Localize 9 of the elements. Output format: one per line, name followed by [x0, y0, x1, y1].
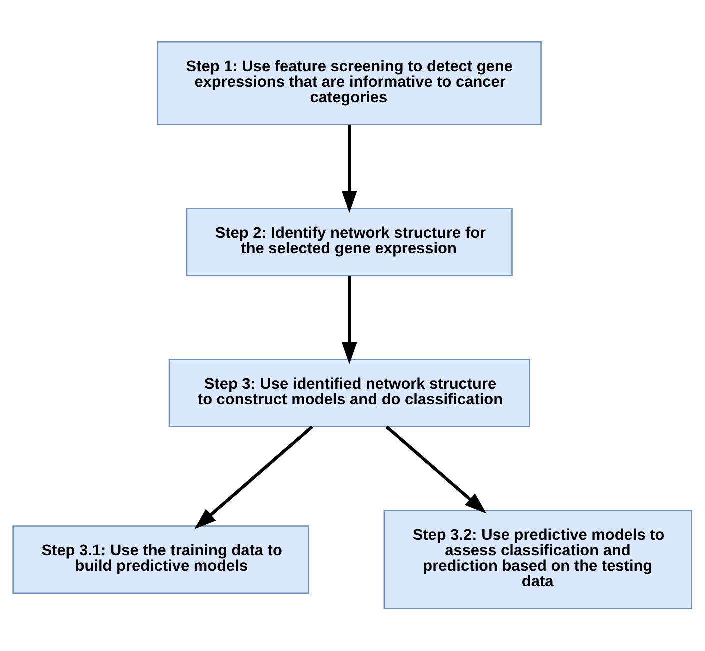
node-box: Step 3.2: Use predictive models to assess classification and prediction based on the testing data — [384, 510, 692, 610]
node-box: Step 2: Identify network structure for the selected gene expression — [186, 208, 513, 276]
arrow — [342, 276, 358, 364]
node-box: Step 1: Use feature screening to detect gene expressions that are informative to cancer categories — [157, 42, 542, 126]
arrow — [386, 426, 487, 514]
node-box: Step 3.1: Use the training data to build predictive models — [12, 526, 310, 594]
arrow — [342, 124, 358, 214]
arrow — [194, 426, 314, 530]
node-box: Step 3: Use identified network structure to construct models and do classification — [168, 359, 530, 428]
